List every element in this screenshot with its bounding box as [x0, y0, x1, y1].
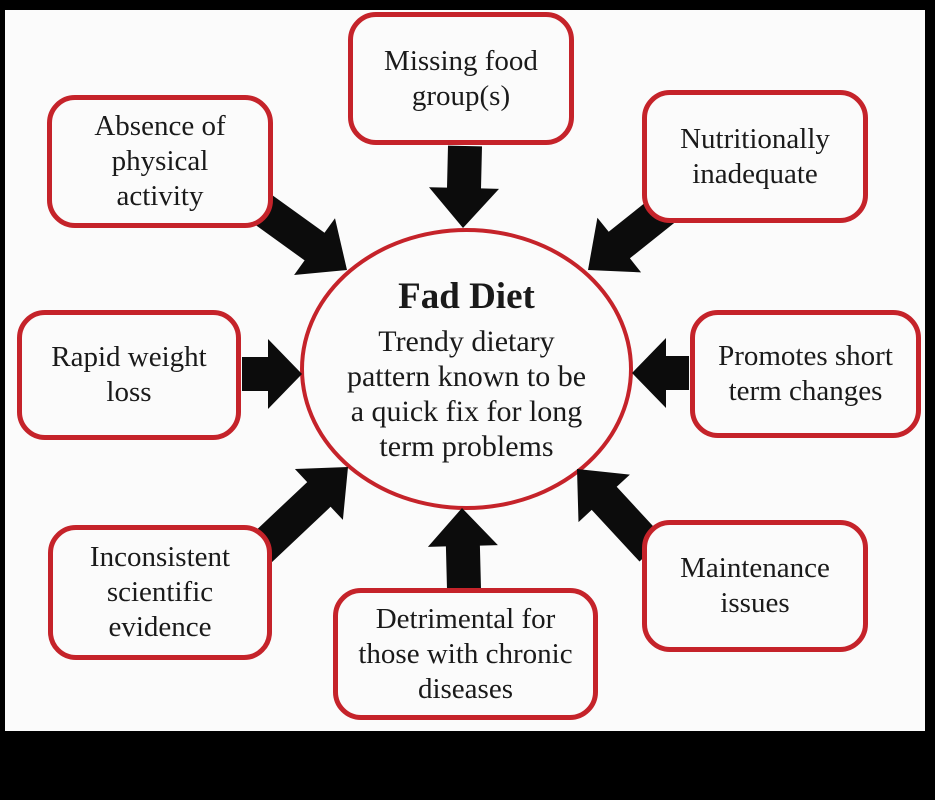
node-absence-of-physical-activity: Absence of physical activity: [47, 95, 273, 228]
node-inconsistent-scientific-evidence: Inconsistent scientific evidence: [48, 525, 272, 660]
center-description: Trendy dietary pattern known to be a qui…: [346, 325, 587, 463]
node-label: Promotes short term changes: [718, 340, 893, 407]
node-label: Inconsistent scientific evidence: [89, 541, 231, 643]
node-maintenance-issues: Maintenance issues: [642, 520, 868, 652]
node-nutritionally-inadequate: Nutritionally inadequate: [642, 90, 868, 223]
node-rapid-weight-loss: Rapid weight loss: [17, 310, 241, 440]
node-detrimental-for-those-with-chronic-diseases: Detrimental for those with chronic disea…: [333, 588, 598, 720]
node-label: Absence of physical activity: [94, 110, 226, 212]
node-label: Rapid weight loss: [51, 341, 207, 408]
node-label: Detrimental for those with chronic disea…: [358, 602, 573, 705]
node-label: Maintenance issues: [680, 552, 830, 619]
node-label: Missing food group(s): [384, 44, 538, 112]
node-label: Nutritionally inadequate: [680, 122, 830, 190]
center-ellipse: Fad Diet Trendy dietary pattern known to…: [300, 228, 633, 510]
node-missing-food-groups: Missing food group(s): [348, 12, 574, 145]
node-promotes-short-term-changes: Promotes short term changes: [690, 310, 921, 438]
center-title: Fad Diet: [398, 276, 535, 317]
